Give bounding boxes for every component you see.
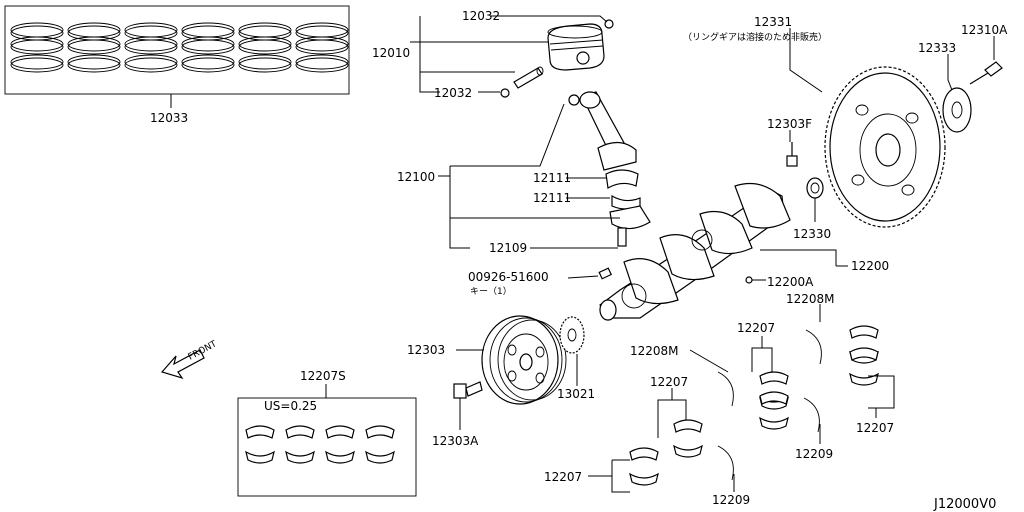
piston[interactable] bbox=[547, 23, 605, 71]
main-bearing-shell[interactable] bbox=[673, 419, 703, 458]
piston-ring bbox=[295, 22, 349, 73]
label-12010: 12010 bbox=[372, 46, 410, 60]
label-key-note: キー（1） bbox=[470, 286, 512, 297]
flywheel[interactable] bbox=[824, 66, 946, 228]
label-12207-center: 12207 bbox=[650, 375, 688, 389]
thrust-washer[interactable] bbox=[717, 371, 734, 407]
crankshaft-plug[interactable] bbox=[745, 276, 753, 284]
label-12111-lower: 12111 bbox=[533, 191, 571, 205]
label-00926-51600: 00926-51600 bbox=[468, 270, 549, 284]
flywheel-reinforcement-plate[interactable] bbox=[942, 87, 972, 133]
piston-ring bbox=[181, 22, 235, 73]
main-bearing-shell[interactable] bbox=[629, 447, 659, 486]
label-12032-top: 12032 bbox=[462, 9, 500, 23]
connecting-rod[interactable] bbox=[568, 91, 637, 171]
thrust-washer[interactable] bbox=[803, 397, 820, 433]
label-12032-bottom: 12032 bbox=[434, 86, 472, 100]
piston-ring-set[interactable] bbox=[4, 5, 350, 95]
piston-ring bbox=[10, 22, 64, 73]
label-13021: 13021 bbox=[557, 387, 595, 401]
piston-ring bbox=[67, 22, 121, 73]
front-direction-arrow-icon bbox=[160, 349, 205, 380]
label-12111-upper: 12111 bbox=[533, 171, 571, 185]
crank-pulley[interactable] bbox=[481, 315, 567, 405]
label-12200A: 12200A bbox=[767, 275, 814, 289]
label-12207-upper-mid: 12207 bbox=[737, 321, 775, 335]
crankshaft[interactable] bbox=[599, 183, 791, 321]
undersize-bearing-set[interactable] bbox=[237, 397, 417, 497]
label-12331: 12331 bbox=[754, 15, 792, 29]
piston-pin[interactable] bbox=[513, 66, 544, 89]
connecting-rod-bearing[interactable] bbox=[605, 169, 641, 210]
crank-sprocket[interactable] bbox=[559, 316, 585, 354]
pilot-bushing[interactable] bbox=[806, 177, 824, 199]
label-12207-right: 12207 bbox=[856, 421, 894, 435]
label-12208M-right: 12208M bbox=[786, 292, 835, 306]
piston-ring bbox=[238, 22, 292, 73]
label-12209-right: 12209 bbox=[795, 447, 833, 461]
label-12310A: 12310A bbox=[961, 23, 1008, 37]
thrust-washer[interactable] bbox=[717, 445, 734, 481]
label-12303F: 12303F bbox=[767, 117, 812, 131]
label-12100: 12100 bbox=[397, 170, 435, 184]
label-12109: 12109 bbox=[489, 241, 527, 255]
label-12303: 12303 bbox=[407, 343, 445, 357]
piston-ring bbox=[124, 22, 178, 73]
label-12209-left: 12209 bbox=[712, 493, 750, 507]
connecting-rod-cap[interactable] bbox=[609, 205, 651, 230]
undersize-bearing-shell[interactable] bbox=[365, 425, 395, 464]
label-12303A: 12303A bbox=[432, 434, 479, 448]
label-12033: 12033 bbox=[150, 111, 188, 125]
piston-snap-ring-bottom[interactable] bbox=[500, 88, 510, 98]
crankshaft-key[interactable] bbox=[598, 267, 613, 280]
main-bearing-shell[interactable] bbox=[849, 347, 879, 386]
thrust-washer[interactable] bbox=[805, 329, 822, 365]
undersize-bearing-shell[interactable] bbox=[285, 425, 315, 464]
main-bearing-shell[interactable] bbox=[759, 391, 789, 430]
diagram-reference-code: J12000V0 bbox=[933, 497, 996, 512]
undersize-bearing-shell[interactable] bbox=[245, 425, 275, 464]
flywheel-bolt[interactable] bbox=[969, 61, 1003, 85]
label-12330: 12330 bbox=[793, 227, 831, 241]
undersize-bearing-shell[interactable] bbox=[325, 425, 355, 464]
label-ring-gear-note: （リングギアは溶接のため非販売） bbox=[683, 31, 827, 43]
connecting-rod-bolt[interactable] bbox=[617, 227, 627, 247]
label-12333: 12333 bbox=[918, 41, 956, 55]
label-12200: 12200 bbox=[851, 259, 889, 273]
label-12208M-left: 12208M bbox=[630, 344, 679, 358]
label-12207S: 12207S bbox=[300, 369, 346, 383]
crank-pulley-bolt[interactable] bbox=[453, 381, 483, 399]
flywheel-pilot-bolt[interactable] bbox=[786, 142, 798, 167]
label-12207-left: 12207 bbox=[544, 470, 582, 484]
label-undersize: US=0.25 bbox=[264, 399, 317, 413]
